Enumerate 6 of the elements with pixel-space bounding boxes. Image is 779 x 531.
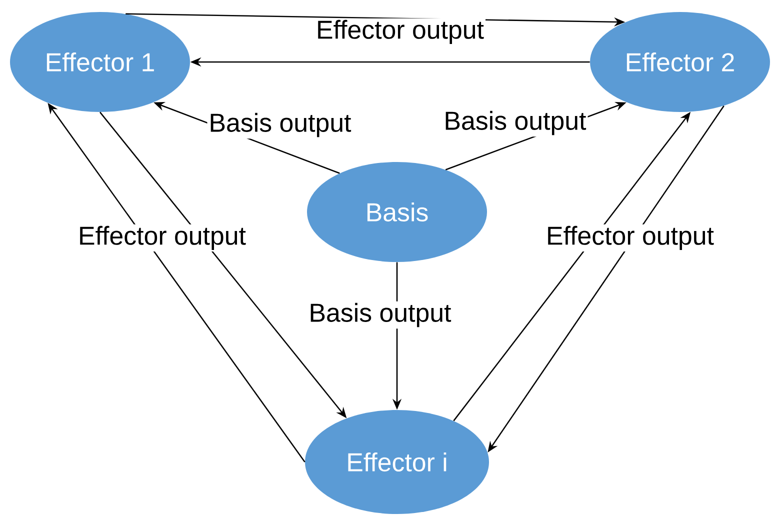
edge-label: Basis output <box>307 301 453 329</box>
edge-label: Effector output <box>544 224 716 252</box>
edge-label: Basis output <box>442 109 588 137</box>
edge-label: Effector output <box>314 18 486 46</box>
edge-label: Basis output <box>207 111 353 139</box>
edge-label: Effector output <box>76 224 248 252</box>
